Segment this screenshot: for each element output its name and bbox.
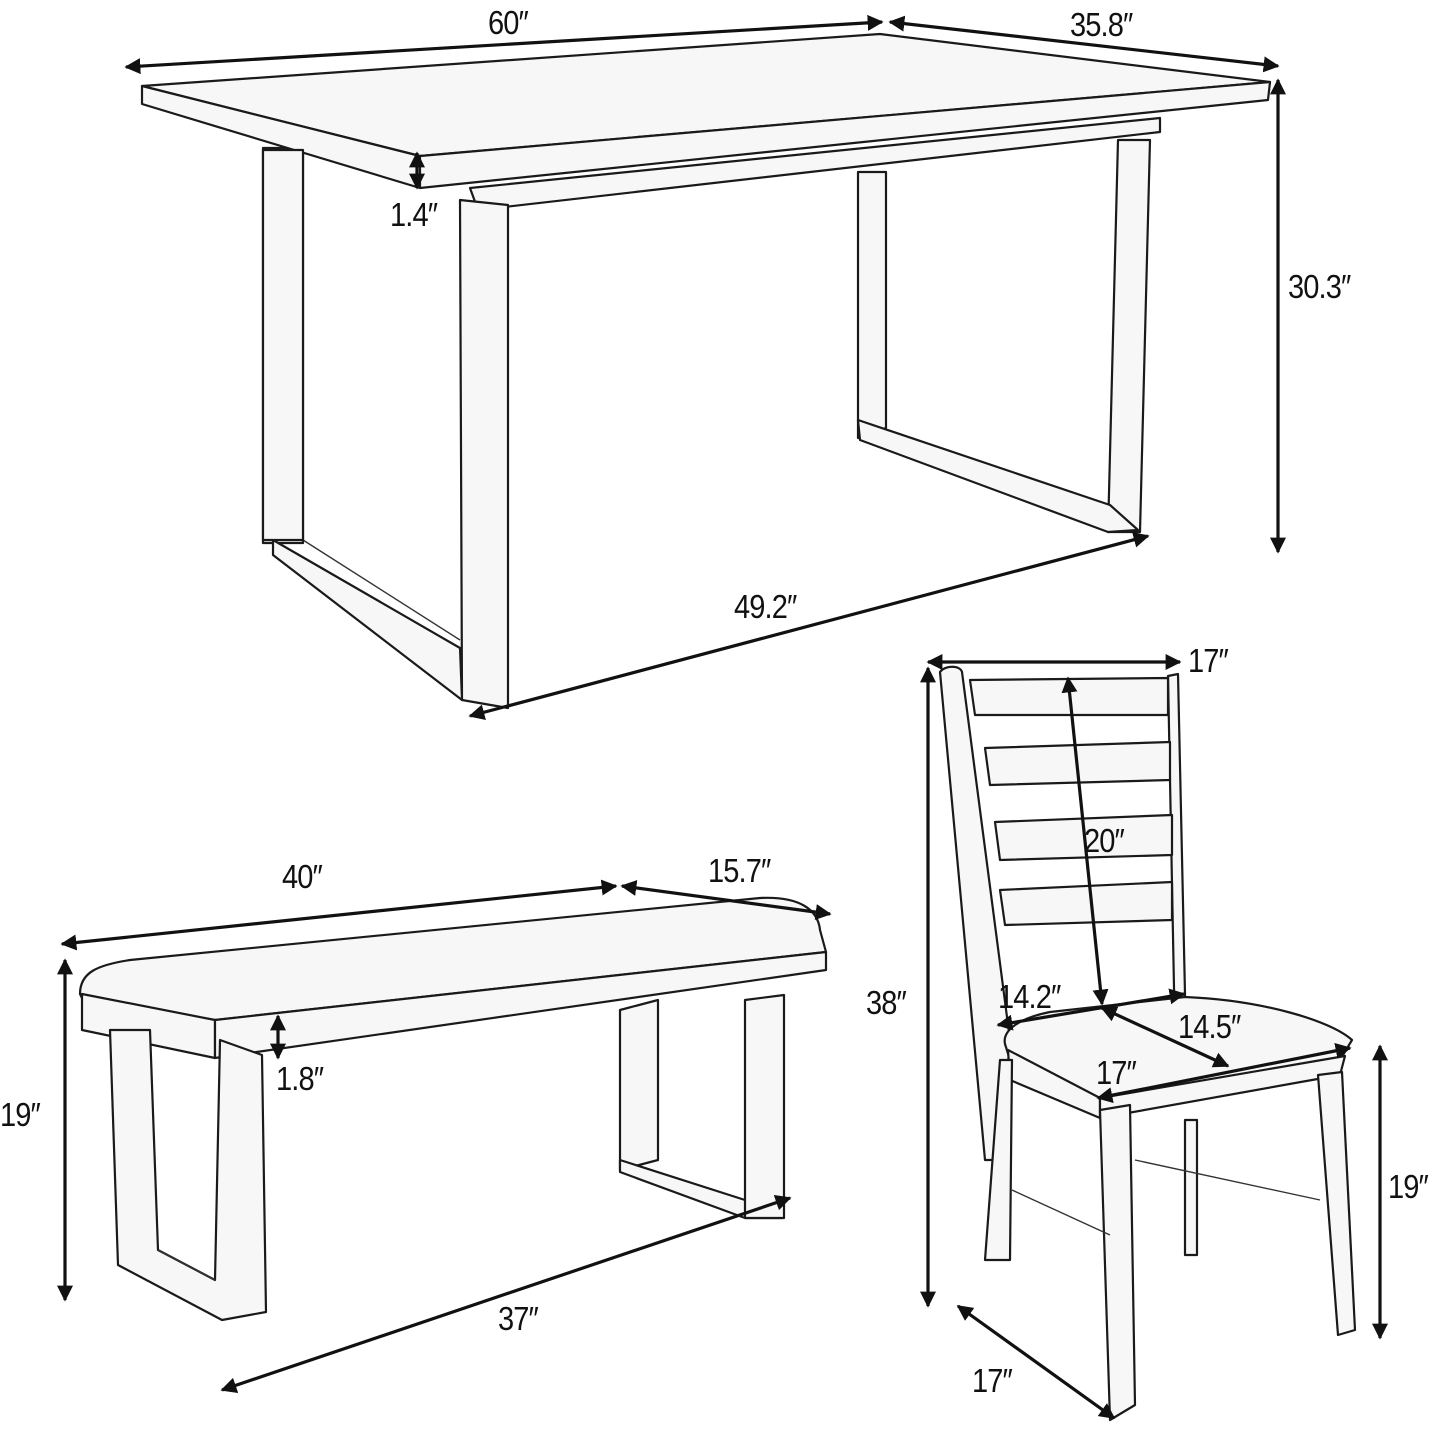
chair-drawing <box>938 665 1357 1422</box>
chair-dimensions <box>920 654 1388 1420</box>
chair-height-label: 38″ <box>866 984 907 1021</box>
bench-drawing <box>78 896 828 1322</box>
table-width-arrow <box>888 15 1280 73</box>
bench-width-label: 15.7″ <box>708 852 771 889</box>
chair-base-depth-arrow <box>956 1304 1116 1420</box>
chair-seat-height-label: 19″ <box>1388 1168 1429 1205</box>
bench-top-thickness-label: 1.8″ <box>276 1060 324 1097</box>
bench-leg-span-label: 37″ <box>498 1300 539 1337</box>
chair-seat-front-width-arrow <box>1096 1042 1352 1104</box>
bench-length-arrow <box>60 879 618 951</box>
chair-back-height-arrow <box>1061 676 1109 1006</box>
table-leg-span-label: 49.2″ <box>734 588 797 625</box>
chair-top-width-label: 17″ <box>1188 642 1229 679</box>
bench-length-label: 40″ <box>282 858 323 895</box>
bench-height-label: 19″ <box>0 1096 41 1133</box>
bench-dimensions <box>57 879 832 1393</box>
chair-back-height-label: 20″ <box>1084 822 1125 859</box>
table-top-thickness-label: 1.4″ <box>390 196 438 233</box>
chair-base-depth-label: 17″ <box>972 1362 1013 1399</box>
table-leg-back-right <box>856 138 1152 534</box>
table-height-label: 30.3″ <box>1288 268 1351 305</box>
table-leg-span-arrow <box>468 531 1150 721</box>
table-drawing <box>140 32 1272 710</box>
table-length-label: 60″ <box>488 4 529 41</box>
chair-seat-depth-label: 14.5″ <box>1178 1008 1241 1045</box>
bench-width-arrow <box>620 879 832 921</box>
table-length-arrow <box>124 14 884 75</box>
chair-seat-back-width-label: 14.2″ <box>998 978 1061 1015</box>
bench-leg-span-arrow <box>220 1195 792 1393</box>
table-dimensions <box>124 14 1286 721</box>
table-width-label: 35.8″ <box>1070 6 1133 43</box>
chair-seat-front-width-label: 17″ <box>1096 1054 1137 1091</box>
chair-seat-back-width-arrow <box>996 988 1186 1031</box>
